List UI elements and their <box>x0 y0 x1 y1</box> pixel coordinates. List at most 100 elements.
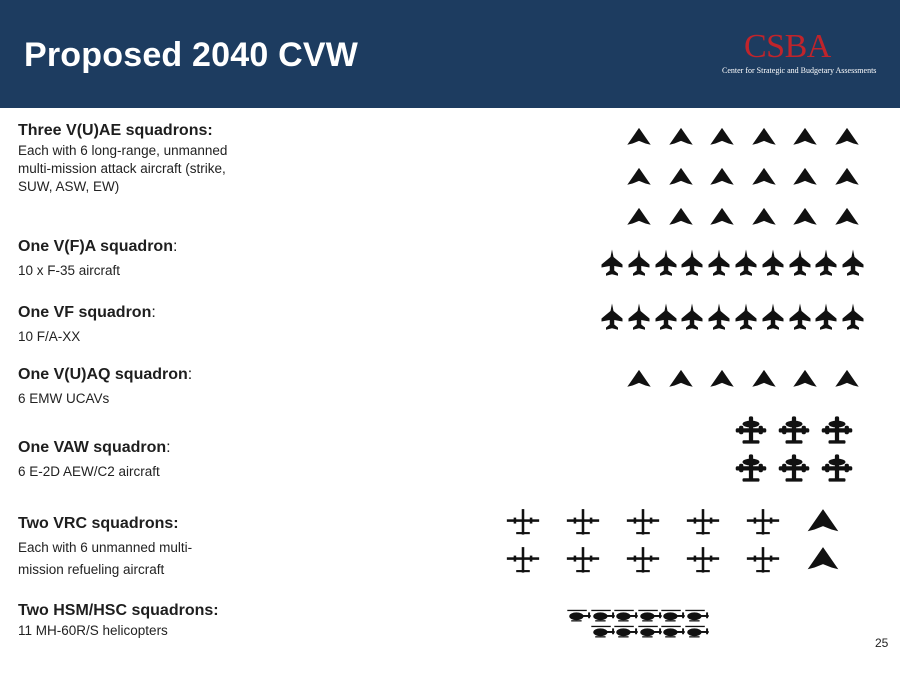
ucav-icon <box>751 207 776 225</box>
ucav-icon <box>807 509 839 532</box>
helicopter-icon <box>637 625 662 638</box>
ucav-icon <box>834 167 859 185</box>
tanker-icon <box>746 547 780 573</box>
ucav-icon <box>751 167 776 185</box>
row-v-f-a: One V(F)A squadron: 10 x F-35 aircraft <box>18 238 348 280</box>
ucav-icon <box>710 127 734 145</box>
fighter-icon <box>708 303 730 330</box>
ucav-icon <box>627 369 651 387</box>
helicopter-icon-group <box>566 602 710 644</box>
ucav-icon <box>793 167 817 185</box>
fighter-icon-group <box>597 302 868 332</box>
row-title-suffix: : <box>172 238 178 255</box>
ucav-icon <box>751 369 776 387</box>
row-title: Two HSM/HSC squadrons: <box>18 602 219 619</box>
logo-subtitle: Center for Strategic and Budgetary Asses… <box>722 66 877 75</box>
ucav-icon-group <box>626 124 860 230</box>
f35-icon <box>842 249 864 276</box>
ucav-icon <box>668 207 693 225</box>
f35-icon <box>708 249 730 276</box>
e2d-icon <box>778 416 810 444</box>
row-desc-line: multi-mission attack aircraft (strike, <box>18 161 226 176</box>
ucav-icon <box>807 547 839 570</box>
helicopter-icon <box>684 625 709 638</box>
f35-icon <box>655 249 677 276</box>
ucav-icon <box>627 127 651 145</box>
logo-wordmark: CSBA <box>744 28 831 65</box>
e2d-icon <box>821 416 853 444</box>
ucav-icon <box>834 207 859 225</box>
tanker-icon <box>566 547 600 573</box>
helicopter-icon <box>590 625 615 638</box>
row-desc-line: SUW, ASW, EW) <box>18 179 120 194</box>
ucav-icon <box>627 167 651 185</box>
ucav-icon <box>710 207 734 225</box>
row-title-suffix: : <box>151 304 156 321</box>
ucav-icon <box>793 127 817 145</box>
row-desc-line: mission refueling aircraft <box>18 562 165 577</box>
fighter-icon <box>789 303 811 330</box>
f35-icon <box>815 249 837 276</box>
fighter-icon <box>735 303 757 330</box>
csba-logo: CSBA Center for Strategic and Budgetary … <box>718 28 883 80</box>
ucav-icon <box>710 167 734 185</box>
fighter-icon <box>681 303 703 330</box>
f35-icon <box>735 249 757 276</box>
page-number: 25 <box>875 636 889 650</box>
row-title-suffix: : <box>166 439 171 456</box>
helicopter-icon <box>614 609 638 622</box>
f35-icon-group <box>597 248 868 278</box>
row-vrc: Two VRC squadrons: Each with 6 unmanned … <box>18 515 348 579</box>
f35-icon <box>789 249 811 276</box>
tanker-icon <box>506 509 540 535</box>
e2d-icon <box>735 454 767 482</box>
ucav-icon <box>668 127 693 145</box>
ucav-icon <box>668 369 693 387</box>
fighter-icon <box>655 303 677 330</box>
row-desc-line: Each with 6 unmanned multi- <box>18 540 193 555</box>
tanker-icon <box>686 547 720 573</box>
row-vaw: One VAW squadron: 6 E-2D AEW/C2 aircraft <box>18 439 348 481</box>
ucav-icon <box>834 369 859 387</box>
slide-title: Proposed 2040 CVW <box>24 36 359 74</box>
f35-icon <box>681 249 703 276</box>
slide-header: Proposed 2040 CVW CSBA Center for Strate… <box>0 0 900 108</box>
ucav-icon <box>627 207 651 225</box>
fighter-icon <box>762 303 784 330</box>
tanker-icon <box>746 509 780 535</box>
row-title: One VF squadron <box>18 304 152 321</box>
e2d-icon-group <box>734 413 854 485</box>
tanker-icon <box>686 509 720 535</box>
row-title: Three V(U)AE squadrons: <box>18 122 213 139</box>
helicopter-icon <box>684 609 709 622</box>
f35-icon <box>762 249 784 276</box>
fighter-icon <box>628 303 650 330</box>
e2d-icon <box>778 454 810 482</box>
helicopter-icon <box>637 609 662 622</box>
f35-icon <box>628 249 650 276</box>
row-hsm-hsc: Two HSM/HSC squadrons: 11 MH-60R/S helic… <box>18 602 348 640</box>
row-desc-line: 6 E-2D AEW/C2 aircraft <box>18 464 160 479</box>
helicopter-icon <box>590 609 615 622</box>
row-title: One V(F)A squadron <box>18 238 173 255</box>
row-desc-line: 10 x F-35 aircraft <box>18 263 121 278</box>
tanker-icon-group <box>506 504 840 576</box>
fighter-icon <box>815 303 837 330</box>
e2d-icon <box>821 454 853 482</box>
row-title: One V(U)AQ squadron <box>18 366 188 383</box>
fighter-icon <box>601 303 623 330</box>
f35-icon <box>601 249 623 276</box>
helicopter-icon <box>661 609 685 622</box>
ucav-icon <box>751 127 776 145</box>
row-title: Two VRC squadrons: <box>18 515 179 532</box>
ucav-icon <box>668 167 693 185</box>
e2d-icon <box>735 416 767 444</box>
fighter-icon <box>842 303 864 330</box>
row-desc-line: Each with 6 long-range, unmanned <box>18 143 228 158</box>
row-desc-line: 10 F/A-XX <box>18 329 81 344</box>
helicopter-icon <box>567 609 591 622</box>
tanker-icon <box>626 509 660 535</box>
helicopter-icon <box>614 625 638 638</box>
row-title-suffix: : <box>187 366 193 383</box>
row-desc-line: 11 MH-60R/S helicopters <box>18 623 168 638</box>
